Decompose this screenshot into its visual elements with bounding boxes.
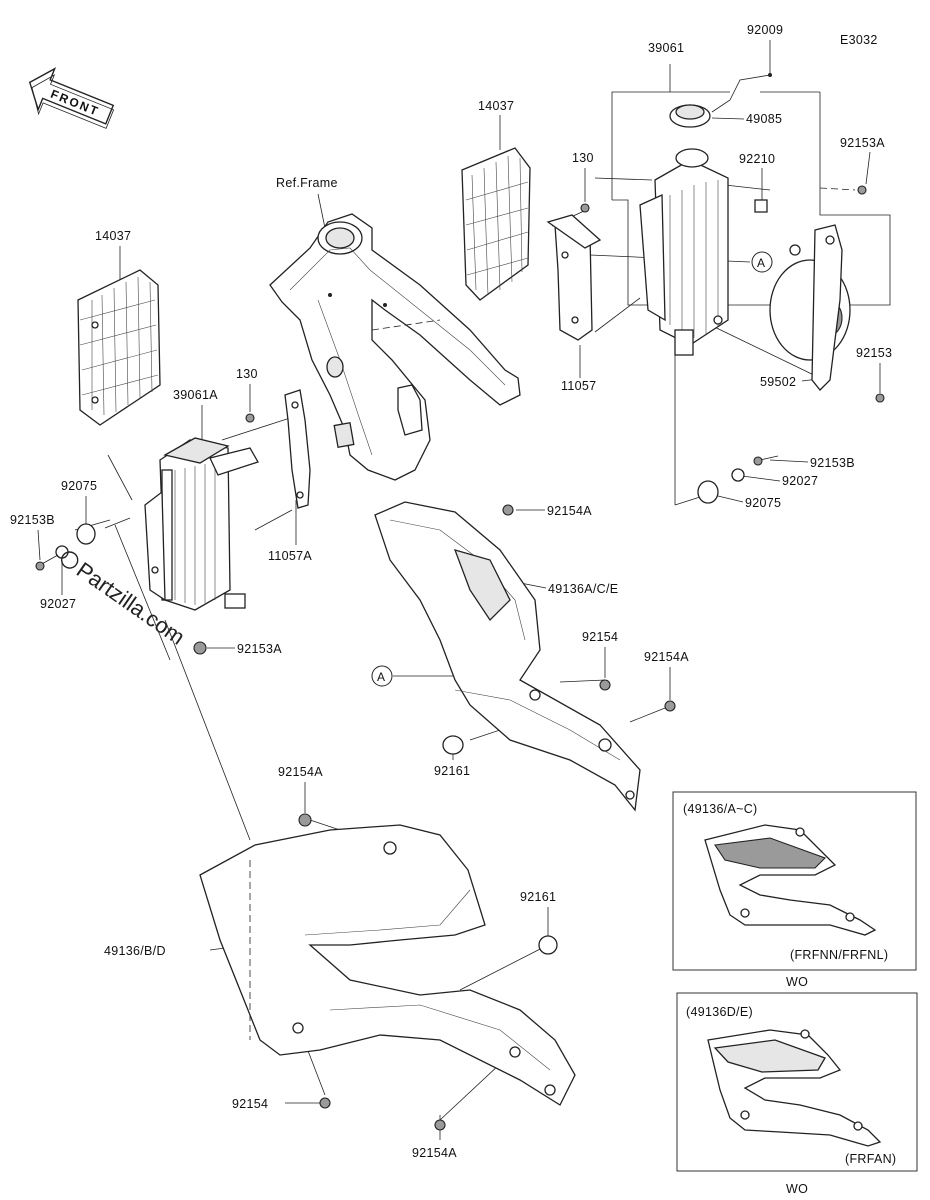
svg-text:11057: 11057 bbox=[561, 379, 596, 393]
svg-text:92153: 92153 bbox=[856, 346, 892, 360]
label-92154-mid: 92154 bbox=[582, 630, 618, 678]
frame-illustration bbox=[269, 213, 521, 481]
label-92154-bottom: 92154 bbox=[232, 1097, 320, 1111]
label-92154A-low: 92154A bbox=[278, 765, 323, 813]
radiator-right bbox=[639, 148, 729, 356]
svg-text:49085: 49085 bbox=[746, 112, 782, 126]
label-92027-left: 92027 bbox=[40, 560, 76, 611]
svg-text:92154A: 92154A bbox=[412, 1146, 457, 1160]
svg-text:14037: 14037 bbox=[478, 99, 514, 113]
inset-top-code: (FRFNN/FRFNL) bbox=[790, 948, 888, 962]
svg-text:92027: 92027 bbox=[782, 474, 818, 488]
svg-text:49136/B/D: 49136/B/D bbox=[104, 944, 166, 958]
label-92153A-top: 92153A bbox=[819, 136, 885, 191]
label-39061: 39061 bbox=[648, 41, 684, 55]
radiator-left bbox=[144, 437, 259, 611]
front-arrow-icon: FRONT bbox=[28, 67, 115, 129]
svg-text:49136A/C/E: 49136A/C/E bbox=[548, 582, 618, 596]
inset-bottom-note: WO bbox=[786, 1182, 808, 1196]
svg-text:92153A: 92153A bbox=[840, 136, 885, 150]
svg-text:130: 130 bbox=[236, 367, 258, 381]
inset-bottom-code: (FRFAN) bbox=[845, 1152, 896, 1166]
label-92153A-left: 92153A bbox=[207, 642, 282, 656]
radiator-guard-right bbox=[461, 147, 531, 301]
label-130-left: 130 bbox=[236, 367, 258, 412]
svg-text:92154: 92154 bbox=[582, 630, 618, 644]
hardware-parts bbox=[35, 185, 885, 1131]
svg-text:92161: 92161 bbox=[434, 764, 470, 778]
label-49085: 49085 bbox=[711, 112, 782, 126]
inset-shroud-de: (49136D/E) (FRFAN) bbox=[676, 992, 918, 1172]
svg-text:92154A: 92154A bbox=[644, 650, 689, 664]
label-14037-right: 14037 bbox=[478, 99, 514, 150]
label-92210: 92210 bbox=[739, 152, 775, 200]
svg-text:92154: 92154 bbox=[232, 1097, 268, 1111]
svg-text:59502: 59502 bbox=[760, 375, 796, 389]
label-92154A-mid: 92154A bbox=[644, 650, 689, 700]
svg-text:92009: 92009 bbox=[747, 23, 783, 37]
svg-text:92153B: 92153B bbox=[810, 456, 855, 470]
shroud-upper bbox=[374, 501, 641, 812]
inset-top-note: WO bbox=[786, 975, 808, 989]
assembly-outline bbox=[611, 64, 891, 306]
bracket-left bbox=[284, 389, 311, 509]
inset-top-title: (49136/A~C) bbox=[683, 802, 758, 816]
svg-text:130: 130 bbox=[572, 151, 594, 165]
label-92153-right: 92153 bbox=[856, 346, 892, 393]
label-92154A-top: 92154A bbox=[516, 504, 592, 518]
radiator-guard-left bbox=[77, 269, 161, 426]
svg-text:Ref.Frame: Ref.Frame bbox=[276, 176, 338, 190]
svg-text:39061: 39061 bbox=[648, 41, 684, 55]
label-92161-low: 92161 bbox=[520, 890, 556, 936]
svg-text:92027: 92027 bbox=[40, 597, 76, 611]
bracket-right bbox=[546, 214, 602, 341]
svg-text:A: A bbox=[757, 256, 765, 270]
label-11057A: 11057A bbox=[268, 500, 312, 563]
svg-text:14037: 14037 bbox=[95, 229, 131, 243]
label-92161-mid: 92161 bbox=[434, 754, 470, 778]
svg-text:92075: 92075 bbox=[61, 479, 97, 493]
label-92153B-right: 92153B bbox=[769, 456, 855, 470]
label-ref-frame: Ref.Frame bbox=[276, 176, 338, 229]
inset-bottom-title: (49136D/E) bbox=[686, 1005, 753, 1019]
label-92154A-bottom: 92154A bbox=[412, 1115, 457, 1160]
label-39061A: 39061A bbox=[173, 388, 218, 440]
shroud-lower bbox=[199, 824, 576, 1106]
svg-text:11057A: 11057A bbox=[268, 549, 312, 563]
svg-text:39061A: 39061A bbox=[173, 388, 218, 402]
svg-text:92210: 92210 bbox=[739, 152, 775, 166]
svg-text:92153A: 92153A bbox=[237, 642, 282, 656]
svg-text:92075: 92075 bbox=[745, 496, 781, 510]
cooling-fan bbox=[769, 224, 851, 391]
svg-text:92153B: 92153B bbox=[10, 513, 55, 527]
label-92027-right: 92027 bbox=[741, 474, 818, 488]
label-130-right: 130 bbox=[572, 151, 594, 202]
callout-a-right: A bbox=[751, 251, 773, 273]
svg-text:92154A: 92154A bbox=[547, 504, 592, 518]
svg-text:92154A: 92154A bbox=[278, 765, 323, 779]
radiator-cap bbox=[669, 104, 711, 128]
diagram-code: E3032 bbox=[840, 33, 878, 47]
svg-text:A: A bbox=[377, 670, 385, 684]
label-92153B-left: 92153B bbox=[10, 513, 55, 561]
label-92009: 92009 bbox=[711, 23, 783, 113]
label-92075-left: 92075 bbox=[61, 479, 97, 526]
inset-shroud-ac: (49136/A~C) (FRFNN/FRFNL) bbox=[672, 791, 917, 971]
label-14037-left: 14037 bbox=[95, 229, 131, 280]
svg-text:92161: 92161 bbox=[520, 890, 556, 904]
label-11057: 11057 bbox=[561, 345, 596, 393]
callout-a-left: A bbox=[371, 665, 393, 687]
